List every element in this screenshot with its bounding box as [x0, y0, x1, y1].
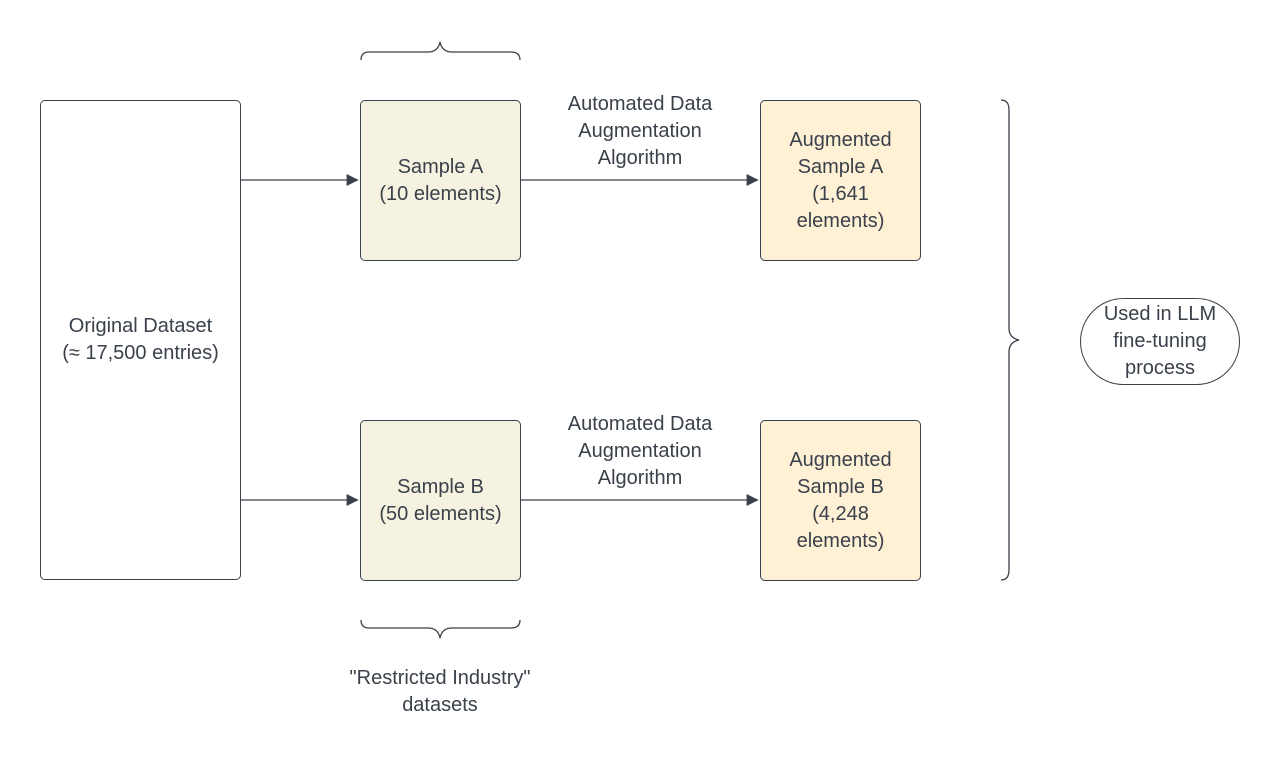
algorithm-label-line: Algorithm	[597, 147, 683, 169]
augmented-a-count: (1,641	[812, 182, 869, 205]
augmented-a-line: elements)	[796, 209, 885, 232]
sample-b-box: Sample B (50 elements)	[360, 420, 521, 581]
original-dataset-box: Original Dataset (≈ 17,500 entries)	[40, 100, 241, 580]
terminal-line: Used in LLM	[1103, 303, 1217, 325]
algorithm-label-line: Automated Data	[567, 93, 713, 115]
augmented-a-line: Sample A	[797, 155, 884, 178]
augmented-sample-a-box: Augmented Sample A (1,641 elements)	[760, 100, 921, 261]
sample-b-size: (50 elements)	[379, 502, 502, 525]
sample-a-box: Sample A (10 elements)	[360, 100, 521, 261]
bottom-brace	[360, 619, 521, 639]
augmented-b-line: Sample B	[797, 475, 884, 498]
restricted-industry-line: datasets	[402, 694, 478, 716]
augmented-sample-b-box: Augmented Sample B (4,248 elements)	[760, 420, 921, 581]
sample-a-size: (10 elements)	[379, 182, 502, 205]
original-dataset-count: (≈ 17,500 entries)	[62, 342, 219, 364]
algorithm-label-line: Algorithm	[597, 467, 683, 489]
augmented-b-line: elements)	[796, 529, 885, 552]
terminal-line: fine-tuning	[1113, 330, 1207, 352]
sample-a-name: Sample A	[397, 155, 484, 178]
restricted-industry-label: "Restricted Industry" datasets	[300, 665, 580, 719]
augmented-b-count: (4,248	[812, 502, 869, 525]
algorithm-label-line: Augmentation	[578, 440, 702, 462]
algorithm-label-line: Automated Data	[567, 413, 713, 435]
original-dataset-title: Original Dataset	[68, 315, 213, 337]
augmented-a-line: Augmented	[789, 128, 892, 151]
top-brace	[360, 41, 521, 61]
terminal-line: process	[1124, 357, 1196, 379]
algorithm-label-line: Augmentation	[578, 120, 702, 142]
algorithm-label-b: Automated Data Augmentation Algorithm	[530, 411, 750, 492]
right-brace	[1000, 99, 1020, 581]
restricted-industry-line: "Restricted Industry"	[349, 667, 531, 689]
llm-fine-tuning-terminal: Used in LLM fine-tuning process	[1080, 298, 1240, 385]
sample-b-name: Sample B	[397, 475, 484, 498]
augmented-b-line: Augmented	[789, 448, 892, 471]
algorithm-label-a: Automated Data Augmentation Algorithm	[530, 91, 750, 172]
